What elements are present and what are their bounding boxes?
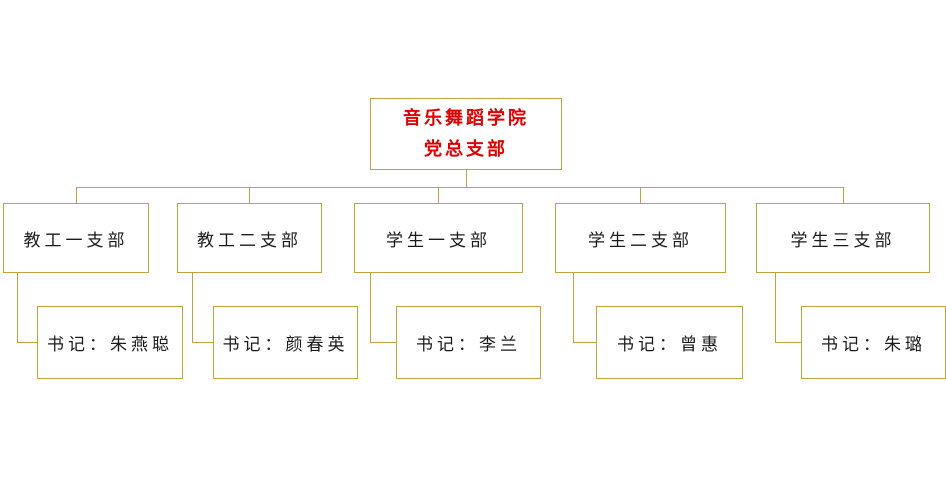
branch-node-3-label: 学生一支部 — [386, 230, 491, 250]
root-node-title-line1: 音乐舞蹈学院 — [403, 108, 529, 128]
branch-node-2-label: 教工二支部 — [197, 230, 302, 250]
connector-elbow-5 — [775, 342, 801, 343]
connector-elbow-3 — [370, 342, 396, 343]
connector-drop-4 — [573, 272, 574, 343]
secretary-node-2-label: 书记：颜春英 — [222, 335, 349, 354]
connector-drop-5 — [775, 272, 776, 343]
connector-root-stub — [466, 170, 467, 187]
secretary-node-3-label: 书记：李兰 — [416, 335, 521, 354]
connector-tick-2 — [249, 187, 250, 203]
connector-bus — [76, 187, 843, 188]
secretary-node-1[interactable]: 书记：朱燕聪 — [37, 306, 183, 379]
secretary-node-3[interactable]: 书记：李兰 — [396, 306, 541, 379]
branch-node-1-label: 教工一支部 — [23, 230, 129, 250]
secretary-node-2[interactable]: 书记：颜春英 — [213, 306, 358, 379]
branch-node-4[interactable]: 学生二支部 — [555, 203, 726, 273]
connector-elbow-4 — [573, 342, 596, 343]
branch-node-3[interactable]: 学生一支部 — [354, 203, 523, 273]
connector-tick-4 — [640, 187, 641, 203]
root-node[interactable]: 音乐舞蹈学院 党总支部 — [370, 98, 562, 170]
connector-drop-3 — [370, 272, 371, 343]
branch-node-5-label: 学生三支部 — [790, 230, 896, 250]
secretary-node-5[interactable]: 书记：朱璐 — [801, 306, 946, 379]
secretary-node-1-label: 书记：朱燕聪 — [47, 335, 173, 354]
connector-elbow-1 — [17, 342, 37, 343]
connector-tick-1 — [76, 187, 77, 203]
connector-tick-3 — [438, 187, 439, 203]
root-node-title-line2: 党总支部 — [424, 139, 508, 159]
branch-node-1[interactable]: 教工一支部 — [3, 203, 149, 273]
branch-node-5[interactable]: 学生三支部 — [756, 203, 930, 273]
connector-drop-1 — [17, 272, 18, 343]
branch-node-4-label: 学生二支部 — [588, 230, 693, 250]
secretary-node-4-label: 书记：曾惠 — [617, 335, 722, 354]
secretary-node-4[interactable]: 书记：曾惠 — [596, 306, 743, 379]
connector-drop-2 — [192, 272, 193, 343]
branch-node-2[interactable]: 教工二支部 — [177, 203, 322, 273]
connector-tick-5 — [843, 187, 844, 203]
connector-elbow-2 — [192, 342, 213, 343]
secretary-node-5-label: 书记：朱璐 — [821, 335, 926, 354]
